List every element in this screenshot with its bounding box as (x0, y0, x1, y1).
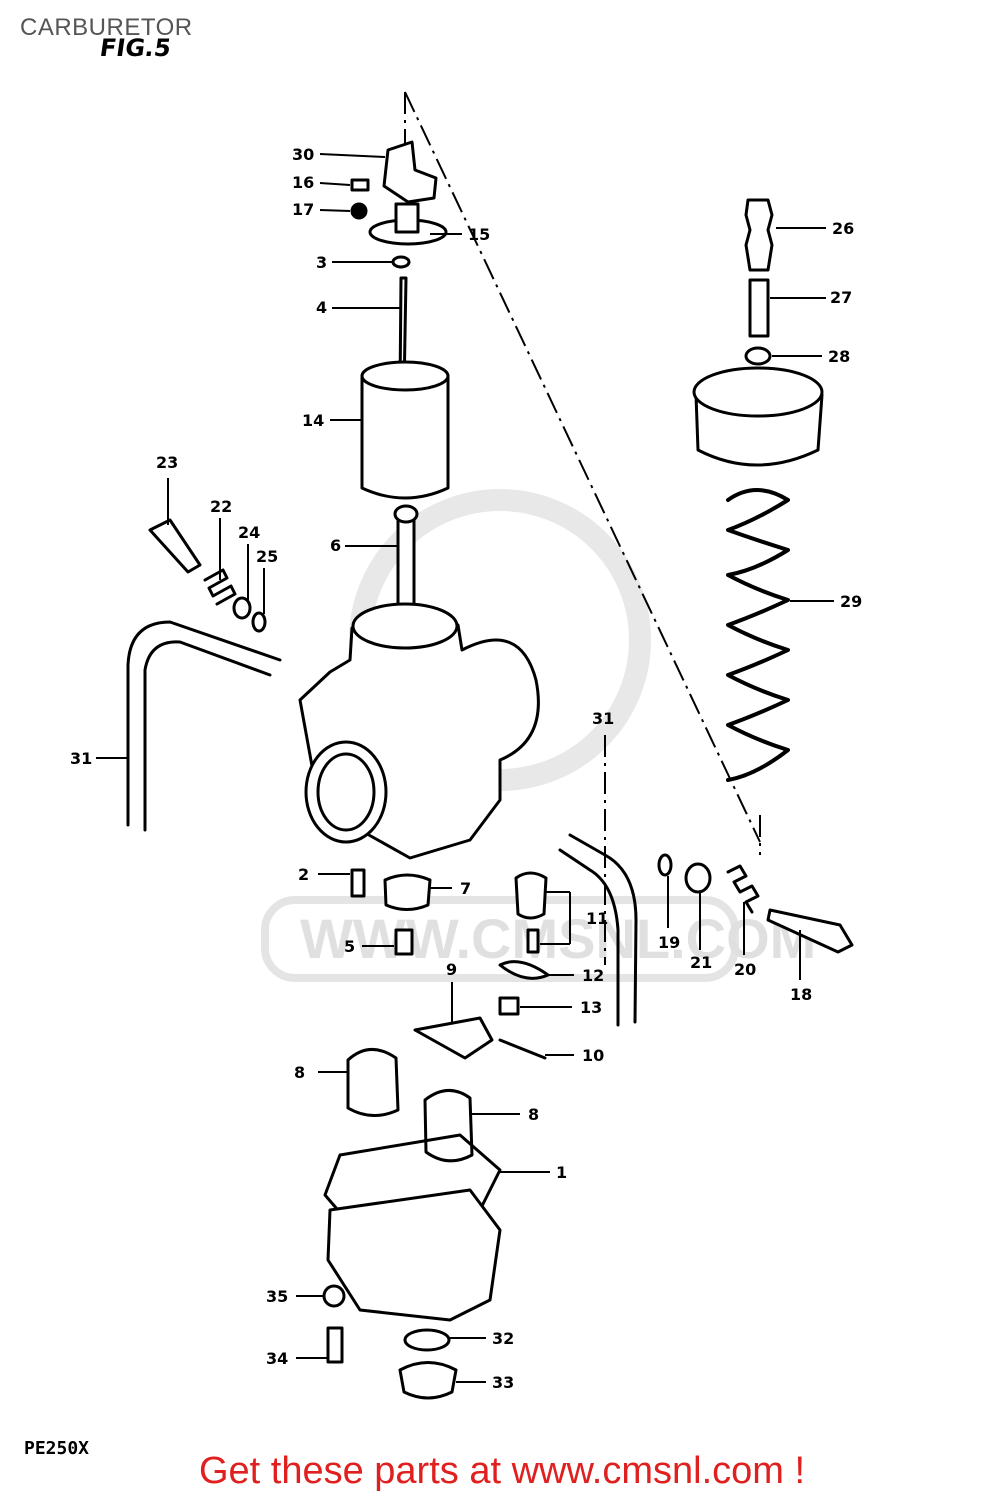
float-bowl (326, 1188, 502, 1322)
parts (126, 140, 854, 1400)
part-18-air-screw (766, 908, 854, 954)
callout-2: 2 (298, 865, 309, 884)
callout-33: 33 (492, 1373, 514, 1392)
part-16-screw (350, 178, 370, 192)
part-24-washer (232, 596, 252, 620)
callout-31-right: 31 (592, 709, 614, 728)
callout-13: 13 (580, 998, 602, 1017)
callout-17: 17 (292, 200, 314, 219)
callout-22: 22 (210, 497, 232, 516)
part-35-nut (322, 1284, 346, 1308)
part-31-left-hose (126, 620, 282, 832)
callout-21: 21 (690, 953, 712, 972)
part-19-oring (657, 853, 673, 877)
part-6-needle-jet (396, 510, 416, 610)
callout-5: 5 (344, 937, 355, 956)
carburetor-top-ring (351, 602, 459, 650)
part-9-float-arm (413, 1016, 494, 1060)
model-code: PE250X (24, 1438, 90, 1459)
part-6-needle-jet-head (393, 504, 419, 524)
part-20-spring (726, 864, 760, 914)
part-33-drain-plug (398, 1361, 458, 1400)
callout-10: 10 (582, 1046, 604, 1065)
part-10-pin (498, 1038, 547, 1060)
part-28-nut (744, 346, 772, 366)
callout-30: 30 (292, 145, 314, 164)
assembly-guide-lines (404, 91, 761, 965)
part-30-cap (382, 140, 438, 204)
part-34-screw (326, 1326, 344, 1364)
part-2-jet (350, 868, 366, 898)
watermark-text: WWW.CMSNL.COM (300, 907, 816, 970)
callout-32: 32 (492, 1329, 514, 1348)
callout-9: 9 (446, 960, 457, 979)
part-22-spring (203, 568, 237, 606)
page-title: CARBURETOR (20, 14, 193, 41)
leader-17 (319, 209, 351, 212)
callout-7: 7 (460, 879, 471, 898)
part-27-choke-nut (748, 278, 770, 338)
part-29-spring (726, 488, 790, 782)
part-31-right-hose (558, 833, 638, 1027)
callout-12: 12 (582, 966, 604, 985)
callout-27: 27 (830, 288, 852, 307)
callout-23: 23 (156, 453, 178, 472)
callout-14: 14 (302, 411, 324, 430)
part-17-washer (350, 202, 368, 220)
callout-19: 19 (658, 933, 680, 952)
part-7-jet-holder (383, 873, 432, 911)
watermark-banner (261, 896, 739, 982)
part-11-needle-valve (526, 928, 540, 954)
part-13-screw (498, 996, 520, 1016)
callout-25: 25 (256, 547, 278, 566)
callout-34: 34 (266, 1349, 288, 1368)
part-26-choke-plunger (744, 198, 774, 272)
part-14-throttle-slide (360, 376, 450, 500)
part-8-float-left (346, 1048, 400, 1117)
promo-link-text[interactable]: Get these parts at www.cmsnl.com ! (198, 1450, 806, 1492)
part-25-oring (251, 611, 267, 633)
callout-16: 16 (292, 173, 314, 192)
callout-24: 24 (238, 523, 260, 542)
callout-26: 26 (832, 219, 854, 238)
part-15-boss (394, 202, 420, 234)
callout-8-left: 8 (294, 1063, 305, 1082)
leader-lines (96, 153, 834, 1383)
callout-4: 4 (316, 298, 327, 317)
callout-31-left: 31 (70, 749, 92, 768)
leader-16 (319, 182, 351, 186)
part-5-main-jet (394, 928, 414, 956)
callout-29: 29 (840, 592, 862, 611)
part-3-clip (391, 255, 411, 269)
callout-20: 20 (734, 960, 756, 979)
callout-1: 1 (556, 1163, 567, 1182)
part-11-pilot-jet (514, 871, 548, 920)
callout-35: 35 (266, 1287, 288, 1306)
part-8-float-right (423, 1089, 474, 1163)
callout-15: 15 (468, 225, 490, 244)
callout-11: 11 (586, 909, 608, 928)
callout-labels: 30 16 17 15 3 4 14 6 23 22 24 25 26 27 2… (70, 145, 862, 1392)
carburetor-intake-inner (316, 752, 376, 832)
part-cap-top (692, 366, 824, 418)
callout-3: 3 (316, 253, 327, 272)
part-21-cap (684, 862, 712, 894)
guide-line-diagonal (404, 91, 761, 843)
part-23-screw (148, 518, 202, 574)
part-14-slide-top (360, 360, 450, 392)
callout-18: 18 (790, 985, 812, 1004)
leader-30 (319, 153, 386, 158)
callout-8-right: 8 (528, 1105, 539, 1124)
callout-6: 6 (330, 536, 341, 555)
part-32-oring (403, 1328, 451, 1352)
callout-28: 28 (828, 347, 850, 366)
